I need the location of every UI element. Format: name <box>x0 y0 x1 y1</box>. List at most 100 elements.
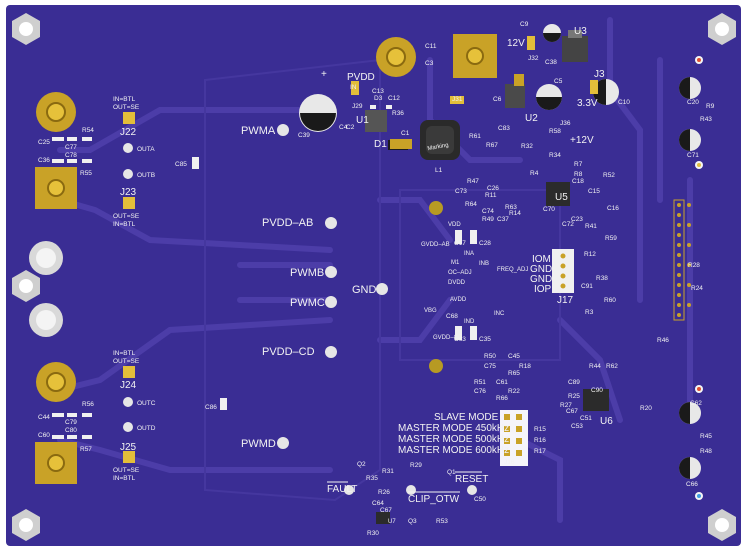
ref-r38: R38 <box>596 275 608 282</box>
ref-r64: R64 <box>465 201 477 208</box>
label-vdd: VDD <box>448 222 461 228</box>
label-pvdd: PVDD <box>347 72 375 83</box>
ref-r51: R51 <box>474 379 486 386</box>
ref-r35: R35 <box>366 475 378 482</box>
label-j24: J24 <box>120 380 137 391</box>
label-12v: 12V <box>507 38 525 49</box>
label-u1: U1 <box>356 115 369 126</box>
ref-r17: R17 <box>534 448 546 455</box>
ref-c25: C25 <box>38 139 50 146</box>
ref-r28: R28 <box>688 262 700 269</box>
ref-r29: R29 <box>410 462 422 469</box>
ref-r48: R48 <box>700 448 712 455</box>
ref-r61: R61 <box>469 133 481 140</box>
ref-c36: C36 <box>38 157 50 164</box>
ground-plane-outline <box>204 58 561 502</box>
label-pwmd: PWMD <box>241 438 276 450</box>
ref-c38: C38 <box>545 59 557 66</box>
ref-q3: Q3 <box>408 518 417 525</box>
ref-c90: C90 <box>591 387 603 394</box>
label-inc: INC <box>494 311 505 317</box>
ref-c23: C23 <box>571 216 583 223</box>
label-j22: J22 <box>120 127 137 138</box>
ref-r18: R18 <box>519 363 531 370</box>
ref-c51: C51 <box>580 415 592 422</box>
label-d1: D1 <box>374 139 387 150</box>
ref-c61: C61 <box>496 379 508 386</box>
label-fault: FAULT <box>327 484 357 495</box>
silkscreen: PVDD IN J29 + 12V J32 U3 3.3V J3 +12V J3… <box>38 21 715 537</box>
ref-r62: R62 <box>606 363 618 370</box>
label-pvdd-cd: PVDD–CD <box>262 346 315 358</box>
label-in-btl-2: IN=BTL <box>113 221 136 228</box>
status-leds <box>695 56 703 500</box>
ref-c26: C26 <box>487 185 499 192</box>
label-j16: J16 <box>504 459 515 466</box>
label-out-se-3: OUT=SE <box>113 358 140 365</box>
ref-c62: C62 <box>690 400 702 407</box>
ref-r34: R34 <box>549 152 561 159</box>
label-gvdd-cd: GVDD–CD <box>433 335 463 341</box>
ref-r59: R59 <box>605 235 617 242</box>
label-3v3: 3.3V <box>577 98 598 109</box>
ref-c74: C74 <box>482 208 494 215</box>
ref-c72: C72 <box>562 221 574 228</box>
ref-r31: R31 <box>382 468 394 475</box>
speaker-terminals <box>29 92 77 484</box>
ref-r47: R47 <box>467 178 479 185</box>
label-reset: RESET <box>455 474 488 485</box>
ref-c50: C50 <box>474 496 486 503</box>
ref-c3: C3 <box>425 60 434 67</box>
ref-c63: C63 <box>454 336 466 343</box>
ref-r14: R14 <box>509 210 521 217</box>
ref-c13: C13 <box>372 88 384 95</box>
ref-r15: R15 <box>534 426 546 433</box>
label-j23: J23 <box>120 187 137 198</box>
pin-headers <box>500 199 691 466</box>
label-u3: U3 <box>574 26 587 37</box>
pcb-substrate <box>6 5 741 546</box>
ref-c6: C6 <box>493 96 502 103</box>
label-d3: D3 <box>374 95 383 102</box>
label-vbg: VBG <box>424 308 437 314</box>
label-l1: L1 <box>435 167 443 174</box>
label-outb: OUTB <box>137 172 155 179</box>
ref-c67: C67 <box>566 408 578 415</box>
ref-c44: C44 <box>38 414 50 421</box>
ref-c15: C15 <box>588 188 600 195</box>
power-terminals <box>376 34 497 78</box>
ref-r60: R60 <box>604 297 616 304</box>
ref-c79: C79 <box>65 419 77 426</box>
electrolytic-capacitors <box>299 24 701 479</box>
ref-r43: R43 <box>700 116 712 123</box>
label-out-se-4: OUT=SE <box>113 467 140 474</box>
label-ina: INA <box>464 251 474 257</box>
label-j25: J25 <box>120 442 137 453</box>
ref-c78: C78 <box>65 152 77 159</box>
label-ind: IND <box>464 319 475 325</box>
ref-c39: C39 <box>298 132 310 139</box>
ref-r26: R26 <box>378 489 390 496</box>
label-j29: J29 <box>352 103 363 110</box>
ref-c70: C70 <box>543 206 555 213</box>
label-iop: IOP <box>534 284 552 295</box>
ref-r12: R12 <box>584 251 596 258</box>
ref-c37: C37 <box>497 216 509 223</box>
label-pwmc: PWMC <box>290 297 325 309</box>
ref-c53: C53 <box>571 423 583 430</box>
ref-c16: C16 <box>607 205 619 212</box>
ref-r54: R54 <box>82 127 94 134</box>
ref-c2: C2 <box>346 124 355 131</box>
ref-c76: C76 <box>474 388 486 395</box>
ref-c68: C68 <box>446 313 458 320</box>
ref-c67b: C67 <box>380 507 392 514</box>
label-in-btl-4: IN=BTL <box>113 475 136 482</box>
ref-r36: R36 <box>392 110 404 117</box>
ref-r16: R16 <box>534 437 546 444</box>
ref-c5: C5 <box>554 78 563 85</box>
ref-r11: R11 <box>485 192 497 199</box>
label-out-se-1: OUT=SE <box>113 104 140 111</box>
smd-parts <box>52 105 477 439</box>
ref-r3: R3 <box>585 309 594 316</box>
ref-c75: C75 <box>484 363 496 370</box>
